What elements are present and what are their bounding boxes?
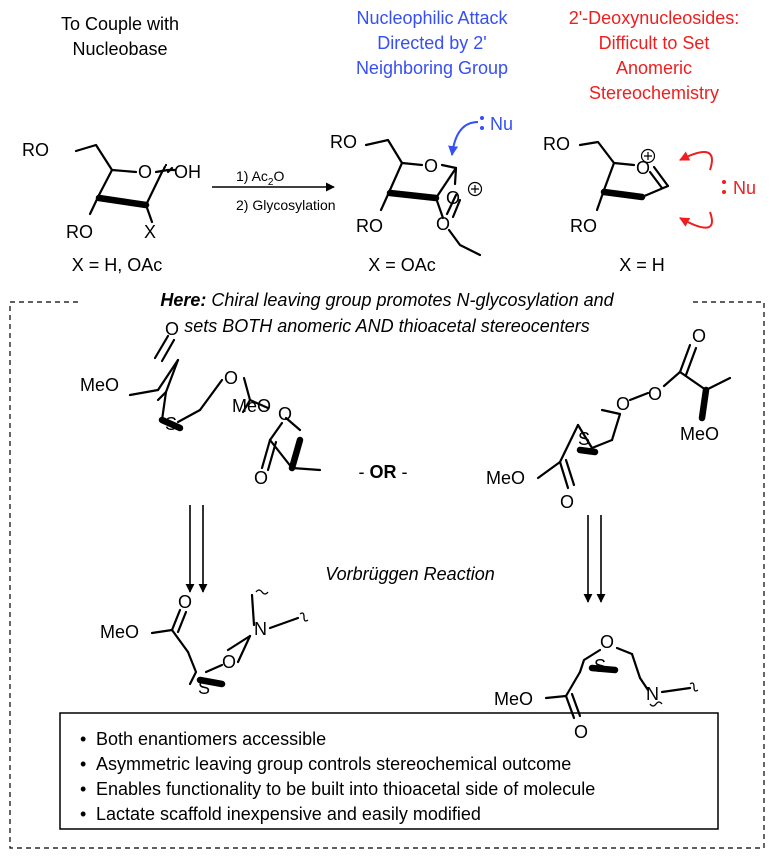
mol2-attack-arrow — [448, 121, 479, 156]
mol3-label: X = H — [619, 255, 665, 275]
mol1-ro-top: RO — [22, 140, 49, 160]
header-couple: To Couple with Nucleobase — [61, 14, 179, 59]
mol5-meo-lactate: MeO — [680, 424, 719, 444]
here-line1: Here: Chiral leaving group promotes N-gl… — [160, 290, 614, 310]
mol5-o-ring: O — [616, 394, 630, 414]
mol6-n: N — [254, 619, 267, 639]
header-deoxy-line3: Anomeric — [616, 58, 692, 78]
bullet-1-text: Both enantiomers accessible — [96, 729, 326, 749]
mol5-s: S — [578, 429, 590, 449]
mol1-ring-oxygen: O — [138, 162, 152, 182]
mol3-ro-top: RO — [543, 134, 570, 154]
bullet-2-text: Asymmetric leaving group controls stereo… — [96, 754, 571, 774]
mol5-meo-ester: MeO — [486, 468, 525, 488]
bullet-4-text: Lactate scaffold inexpensive and easily … — [96, 804, 481, 824]
or-separator: - OR - — [359, 462, 408, 482]
header-deoxy-line4: Stereochemistry — [589, 83, 719, 103]
mol2-label: X = OAc — [368, 255, 436, 275]
mol5-o-ester: O — [648, 384, 662, 404]
mol4-o-ring: O — [224, 368, 238, 388]
header-couple-line1: To Couple with — [61, 14, 179, 34]
mol1-x: X — [144, 222, 156, 242]
molecule-oxathiolane-left: MeO O S O O MeO O — [80, 319, 322, 488]
summary-box: • Both enantiomers accessible • Asymmetr… — [59, 712, 719, 830]
mol5-o-carbonyl: O — [560, 492, 574, 512]
bullet-2: • — [80, 754, 86, 774]
molecule-product-right: MeO O S O N — [494, 632, 699, 742]
mol3-plus-charge — [640, 148, 656, 164]
mol6-meo: MeO — [100, 622, 139, 642]
header-attack: Nucleophilic Attack Directed by 2' Neigh… — [356, 8, 509, 78]
summary-box-border — [59, 712, 719, 830]
mol4-s: S — [165, 414, 177, 434]
conditions-step1: 1) Ac2O — [236, 168, 284, 188]
header-deoxy-line1: 2'-Deoxynucleosides: — [569, 8, 740, 28]
conditions-step2: 2) Glycosylation — [236, 197, 336, 213]
mol2-ester-oxygen: O — [436, 214, 450, 234]
mol7-n: N — [646, 684, 659, 704]
mol7-s: S — [594, 656, 606, 676]
mol2-carbonyl-oxygen: O — [446, 188, 460, 208]
mol2-ro-bottom: RO — [356, 216, 383, 236]
bullet-4: • — [80, 804, 86, 824]
mol5-o-carbonyl2: O — [692, 326, 706, 346]
mol4-meo-lactate: MeO — [232, 396, 271, 416]
mol4-o-carbonyl: O — [165, 319, 179, 339]
mol3-ring-oxygen: O — [636, 158, 650, 178]
mol3-nu: Nu — [733, 178, 756, 198]
reaction-arrow-1: 1) Ac2O 2) Glycosylation — [212, 168, 336, 213]
mol3-top-attack-arrow — [679, 151, 713, 171]
molecule-oxathiolane-right: MeO O S O O O MeO — [486, 326, 732, 512]
vorbruggen-label: Vorbrüggen Reaction — [325, 564, 494, 584]
mol1-oh: OH — [174, 162, 201, 182]
mol4-o-ester: O — [278, 404, 292, 424]
mol2-plus-charge — [467, 181, 483, 197]
mol7-o-ring: O — [600, 632, 614, 652]
arrows-vorbruggen — [185, 505, 606, 603]
molecule-oxocarbenium: RO O RO Nu X = H — [543, 134, 756, 275]
header-deoxy: 2'-Deoxynucleosides: Difficult to Set An… — [569, 8, 740, 103]
dashed-frame — [9, 301, 765, 849]
molecule-furanose-start: RO O OH RO X X = H, OAc — [22, 140, 201, 275]
bullet-1: • — [80, 729, 86, 749]
header-attack-line3: Neighboring Group — [356, 58, 508, 78]
header-attack-line1: Nucleophilic Attack — [356, 8, 508, 28]
mol3-bottom-attack-arrow — [679, 211, 713, 229]
mol2-ring-oxygen: O — [424, 156, 438, 176]
mol6-o-ring: O — [222, 652, 236, 672]
here-line2: sets BOTH anomeric AND thioacetal stereo… — [184, 316, 590, 336]
header-deoxy-line2: Difficult to Set — [599, 33, 710, 53]
mol6-s: S — [198, 678, 210, 698]
mol6-o-carbonyl: O — [178, 592, 192, 612]
mol2-ro-top: RO — [330, 132, 357, 152]
mol4-o-carbonyl2: O — [254, 468, 268, 488]
mol3-ro-bottom: RO — [570, 216, 597, 236]
molecule-acyloxonium: RO O O O RO Nu X = OAc — [330, 114, 513, 275]
bullet-3-text: Enables functionality to be built into t… — [96, 779, 595, 799]
mol1-ro-bottom: RO — [66, 222, 93, 242]
header-attack-line2: Directed by 2' — [377, 33, 487, 53]
header-couple-line2: Nucleobase — [72, 39, 167, 59]
mol7-o-carbonyl: O — [574, 722, 588, 742]
molecule-product-left: MeO O N O S — [100, 589, 309, 698]
mol1-label: X = H, OAc — [72, 255, 163, 275]
bullet-3: • — [80, 779, 86, 799]
mol7-meo: MeO — [494, 689, 533, 709]
mol4-meo-ester: MeO — [80, 375, 119, 395]
mol2-nu: Nu — [490, 114, 513, 134]
